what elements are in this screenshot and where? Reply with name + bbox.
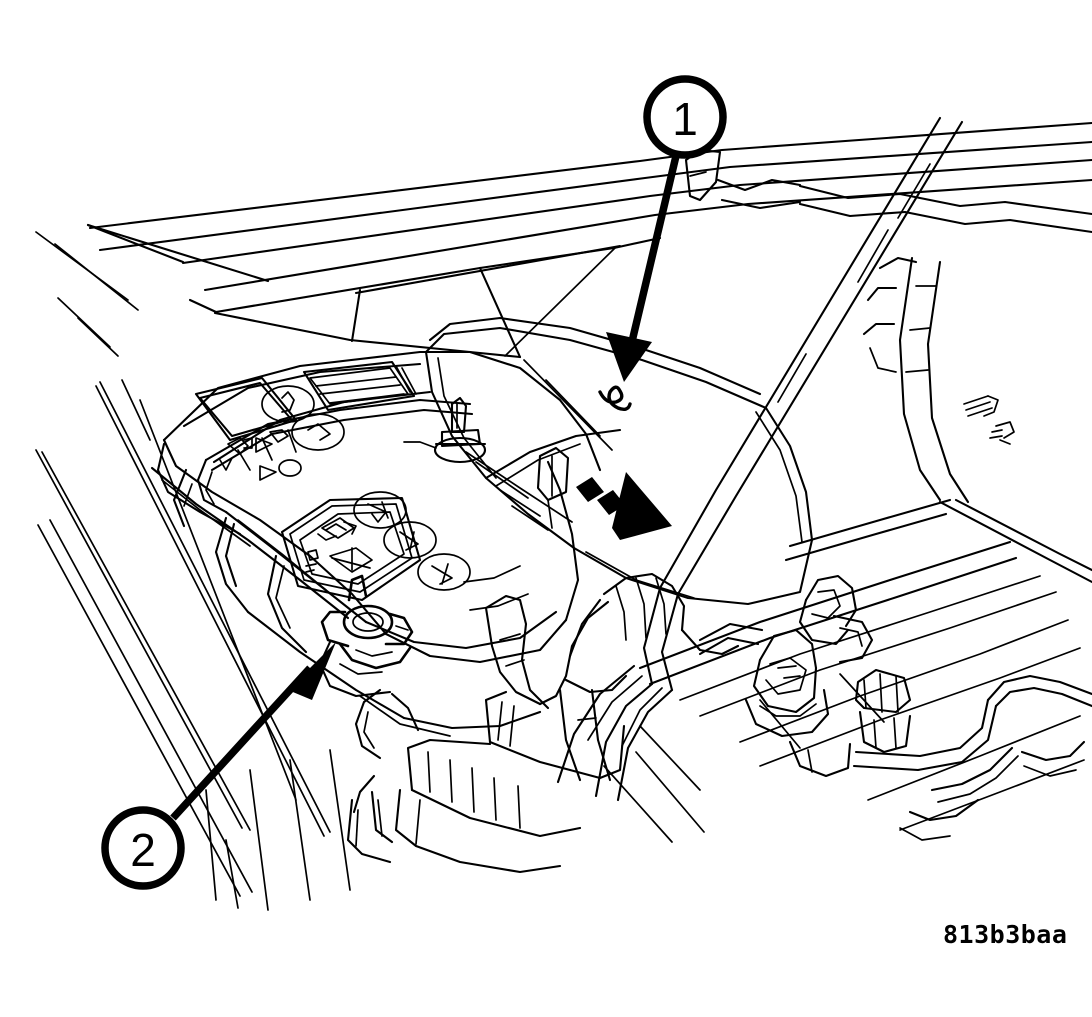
tray-tab xyxy=(536,446,570,529)
callout-2[interactable]: 2 xyxy=(101,806,185,890)
hood-cowl-panel xyxy=(86,121,1092,359)
wiring-harness-connector xyxy=(698,574,912,778)
fuel-line xyxy=(852,674,1092,841)
coolant-hose xyxy=(484,572,740,782)
battery-tray-box xyxy=(346,688,626,874)
callout-1-leader xyxy=(598,155,680,412)
figure-id-label: 813b3baa xyxy=(943,920,1068,949)
battery-warning-label xyxy=(280,496,422,602)
dashed-direction-arrow xyxy=(576,472,672,540)
callout-1-label: 1 xyxy=(672,93,698,145)
battery xyxy=(162,350,602,664)
right-fender-panel xyxy=(603,256,1092,843)
battery-tray xyxy=(150,442,542,737)
battery-positive-post xyxy=(403,396,487,464)
callout-2-leader xyxy=(170,642,336,821)
callout-1[interactable]: 1 xyxy=(643,75,727,159)
callout-1-circle[interactable] xyxy=(643,75,727,159)
fender-hash-marks xyxy=(963,395,1015,445)
callout-2-label: 2 xyxy=(130,824,156,876)
hood-prop-rod xyxy=(556,116,964,802)
callout-2-circle[interactable] xyxy=(101,806,185,890)
